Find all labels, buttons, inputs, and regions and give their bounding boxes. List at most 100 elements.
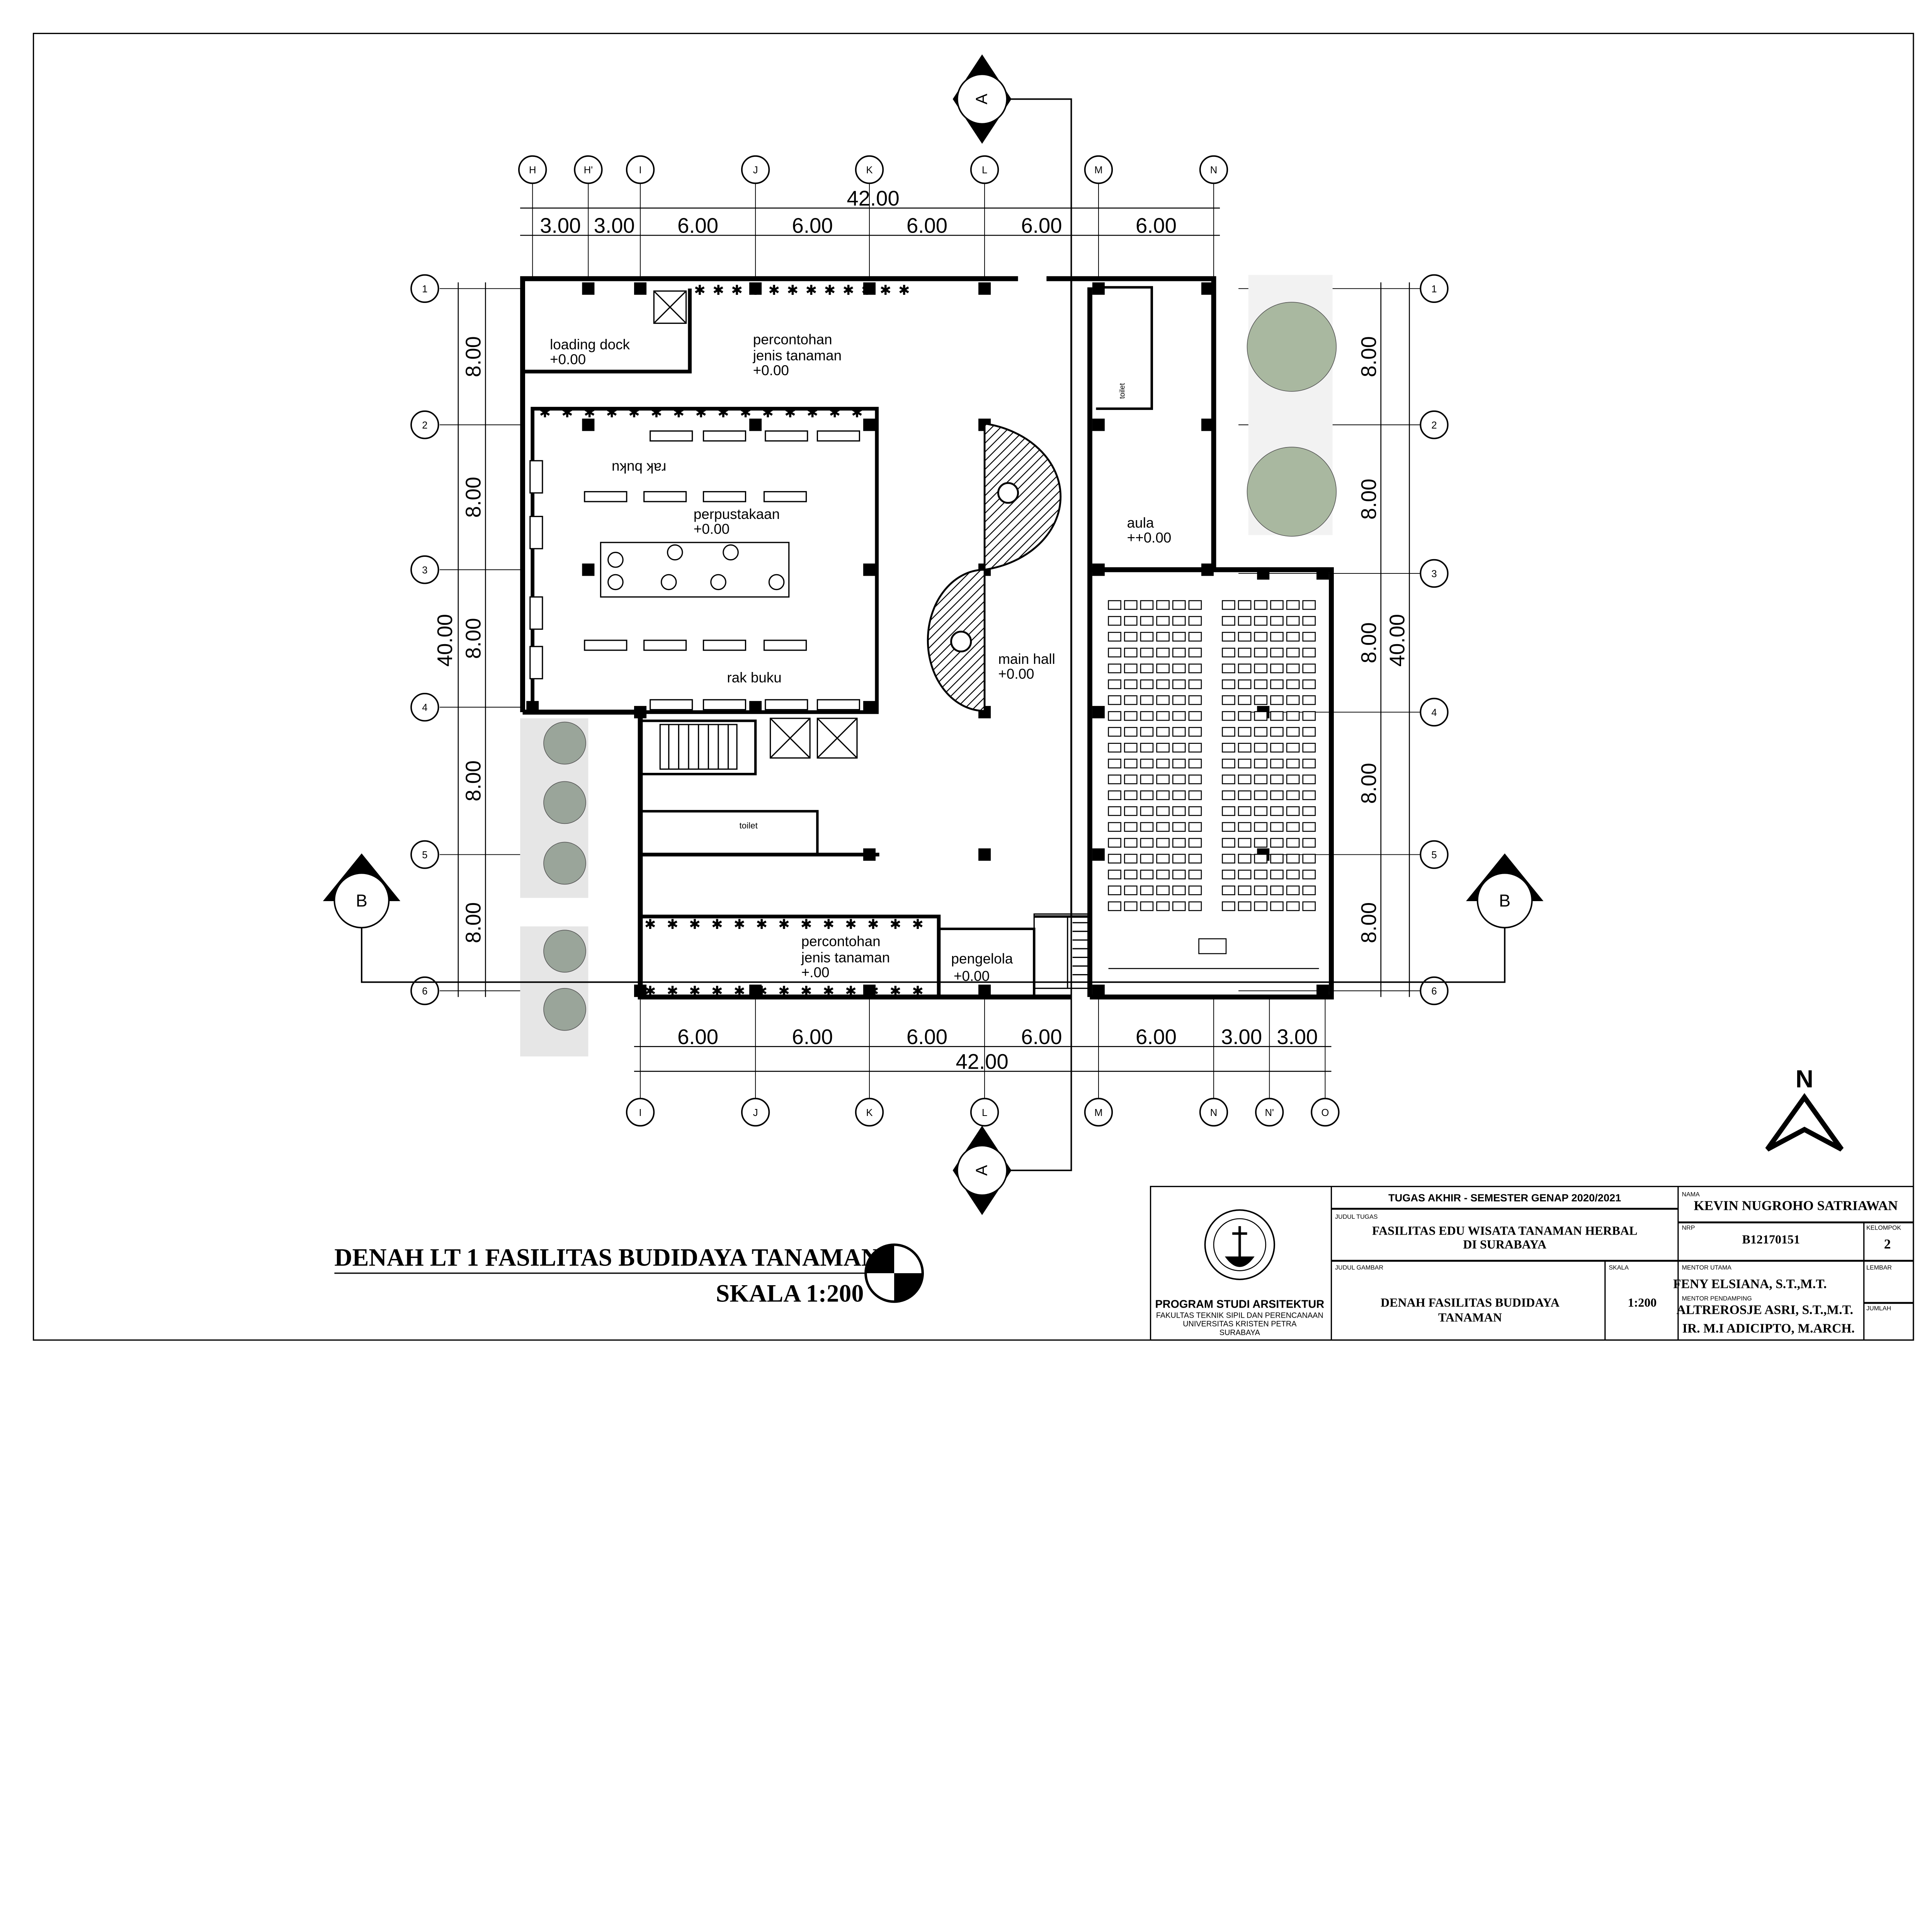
dimension-label: 8.00 (1357, 902, 1381, 943)
seat (1270, 838, 1284, 848)
seat (1124, 711, 1138, 721)
plant-icon: ✱ (695, 405, 707, 420)
seat (1286, 600, 1300, 610)
plant-icon: ✱ (645, 917, 656, 932)
grid-bubble-bottom: N (1199, 1098, 1228, 1127)
seat (1172, 632, 1186, 642)
column (1201, 282, 1214, 295)
plant-icon: ✱ (756, 984, 767, 999)
dimension-label: 3.00 (540, 214, 581, 238)
plant-icon: ✱ (734, 984, 745, 999)
sofa (529, 646, 543, 680)
main-mentor: FENY ELSIANA, S.T.,M.T. (1673, 1277, 1827, 1291)
seat (1188, 743, 1202, 753)
city: SURABAYA (1219, 1328, 1260, 1337)
column (582, 563, 595, 576)
seat (1172, 885, 1186, 895)
seat (1222, 790, 1235, 800)
seat (1156, 600, 1170, 610)
plant-icon: ✱ (845, 917, 857, 932)
seat (1140, 743, 1154, 753)
seat (1124, 679, 1138, 689)
seat (1222, 822, 1235, 832)
seat (1254, 695, 1268, 705)
seat (1286, 790, 1300, 800)
seat (1222, 648, 1235, 658)
seat (1286, 743, 1300, 753)
column (634, 706, 647, 718)
chair (607, 551, 624, 568)
seat (1140, 679, 1154, 689)
seat (1222, 616, 1235, 626)
seat (1222, 711, 1235, 721)
plant-icon: ✱ (539, 405, 551, 420)
seat (1302, 679, 1316, 689)
plant-icon: ✱ (823, 917, 834, 932)
plant-icon: ✱ (606, 405, 618, 420)
grid-bubble-left: 4 (410, 692, 439, 722)
plant-icon: ✱ (673, 405, 685, 420)
plant-icon: ✱ (898, 283, 910, 298)
dimension-label: 6.00 (1136, 1025, 1177, 1049)
seat (1108, 759, 1121, 769)
seat (1124, 774, 1138, 784)
seat (1270, 822, 1284, 832)
column (526, 701, 539, 714)
column (749, 282, 762, 295)
seat (1286, 806, 1300, 816)
seat (1222, 695, 1235, 705)
dimension-label: 6.00 (677, 214, 718, 238)
plant-icon: ✱ (787, 283, 799, 298)
room-label: percontohan (801, 934, 881, 949)
grid-bubble-right: 4 (1420, 697, 1449, 727)
grid-bubble-left: 2 (410, 410, 439, 439)
dimension-label: 40.00 (433, 614, 457, 667)
grid-bubble-right: 2 (1420, 410, 1449, 439)
plant-icon: ✱ (778, 984, 790, 999)
seat (1302, 727, 1316, 737)
seat (1124, 869, 1138, 879)
seat (1254, 885, 1268, 895)
column (1092, 563, 1105, 576)
seat (1222, 632, 1235, 642)
seat (1238, 600, 1252, 610)
seat (1270, 790, 1284, 800)
seat (1254, 743, 1268, 753)
svg-text:N: N (1796, 1065, 1813, 1093)
grid-label: 6 (1431, 986, 1437, 997)
seat (1286, 632, 1300, 642)
seat (1108, 822, 1121, 832)
grid-bubble-bottom: I (626, 1098, 655, 1127)
seat (1140, 632, 1154, 642)
seat (1124, 616, 1138, 626)
plant-icon: ✱ (645, 984, 656, 999)
grid-label: O (1321, 1107, 1329, 1118)
seat (1238, 774, 1252, 784)
column (863, 282, 876, 295)
seat (1188, 869, 1202, 879)
dimension-label: 3.00 (1277, 1025, 1318, 1049)
seat (1286, 869, 1300, 879)
seat (1140, 806, 1154, 816)
seat (1222, 774, 1235, 784)
plant-icon: ✱ (851, 405, 863, 420)
column (863, 418, 876, 431)
room-level: +.00 (801, 964, 830, 980)
seat (1222, 663, 1235, 674)
north-arrow: N (1765, 1065, 1844, 1152)
section-markers: A A B B (323, 54, 1544, 1215)
plant-icon: ✱ (628, 405, 640, 420)
seat (1124, 885, 1138, 895)
room-label: rak buku (612, 460, 666, 476)
sofa (529, 460, 543, 494)
seat (1124, 854, 1138, 864)
grid-label: 3 (1431, 569, 1437, 580)
seat (1254, 901, 1268, 911)
seat (1108, 885, 1121, 895)
plant-icon: ✱ (845, 984, 857, 999)
bookshelf (765, 430, 808, 442)
seat (1188, 759, 1202, 769)
seat (1108, 901, 1121, 911)
seat (1286, 648, 1300, 658)
room-level: +0.00 (694, 521, 730, 537)
